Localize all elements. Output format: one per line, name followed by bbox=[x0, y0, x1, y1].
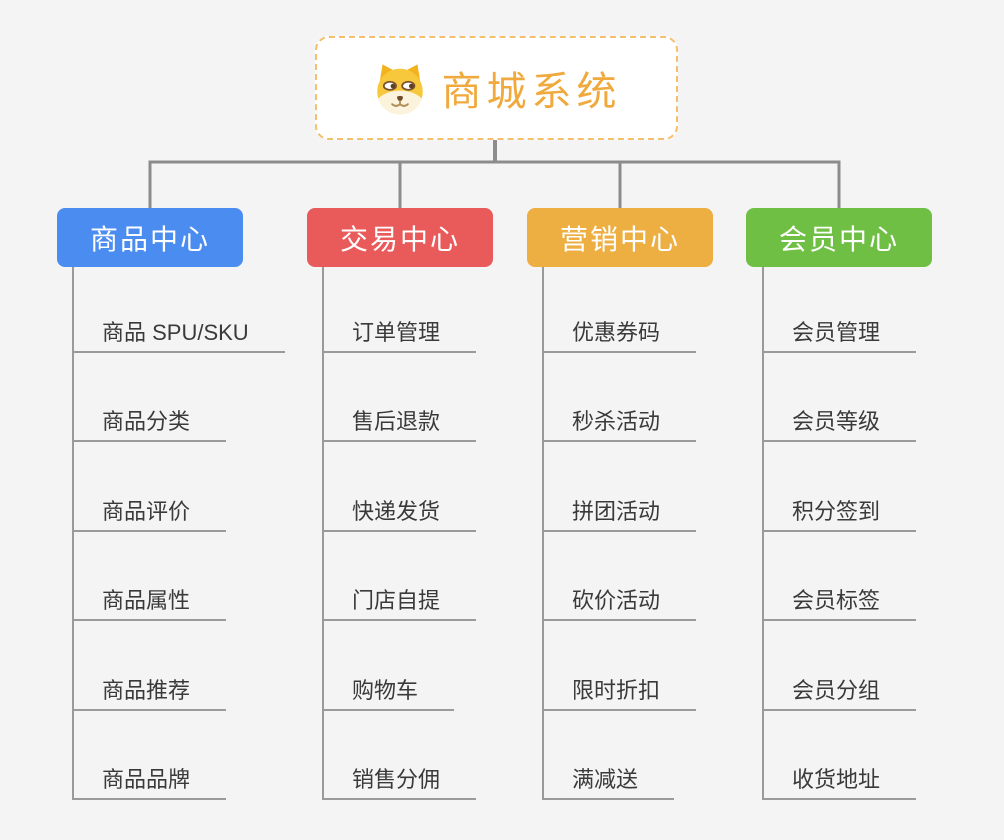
branch-node-label: 营销中心 bbox=[559, 223, 680, 255]
dog-face-icon bbox=[372, 60, 428, 116]
topic-item[interactable]: 满减送 bbox=[544, 711, 675, 800]
topic-item[interactable]: 会员分组 bbox=[764, 621, 917, 711]
branch-node-marketing-center[interactable]: 营销中心 bbox=[527, 208, 713, 267]
topic-item[interactable]: 优惠券码 bbox=[544, 267, 697, 353]
topic-item[interactable]: 售后退款 bbox=[324, 353, 477, 443]
topic-item-label: 商品品牌 bbox=[102, 766, 191, 792]
branch-node-product-center[interactable]: 商品中心 bbox=[57, 208, 243, 267]
topic-item[interactable]: 商品品牌 bbox=[74, 711, 227, 800]
topic-item[interactable]: 积分签到 bbox=[764, 442, 917, 532]
branch-children-column-marketing: 优惠券码 秒杀活动 拼团活动 砍价活动 限时折扣 满减送 bbox=[542, 267, 697, 800]
topic-item-label: 砍价活动 bbox=[572, 588, 661, 614]
topic-item-label: 订单管理 bbox=[352, 320, 441, 345]
topic-item-label: 购物车 bbox=[352, 677, 419, 703]
branch-node-label: 商品中心 bbox=[89, 223, 210, 255]
topic-item[interactable]: 会员标签 bbox=[764, 532, 917, 622]
topic-item[interactable]: 拼团活动 bbox=[544, 442, 697, 532]
topic-item[interactable]: 商品评价 bbox=[74, 442, 227, 532]
topic-item-label: 优惠券码 bbox=[572, 320, 661, 345]
topic-item-label: 满减送 bbox=[572, 766, 639, 792]
topic-item-label: 商品 SPU/SKU bbox=[102, 320, 249, 345]
root-topic-title: 商城系统 bbox=[441, 70, 622, 114]
topic-item[interactable]: 商品 SPU/SKU bbox=[74, 267, 285, 353]
topic-item-label: 商品推荐 bbox=[102, 677, 191, 703]
branch-node-label: 会员中心 bbox=[778, 223, 899, 255]
topic-item-label: 会员分组 bbox=[792, 677, 881, 703]
topic-item[interactable]: 会员管理 bbox=[764, 267, 917, 353]
topic-item[interactable]: 门店自提 bbox=[324, 532, 477, 622]
topic-item-label: 会员等级 bbox=[792, 409, 881, 435]
topic-item-label: 快递发货 bbox=[352, 498, 441, 524]
topic-item-label: 会员标签 bbox=[792, 588, 881, 614]
topic-item[interactable]: 销售分佣 bbox=[324, 711, 477, 800]
topic-item[interactable]: 会员等级 bbox=[764, 353, 917, 443]
topic-item[interactable]: 商品属性 bbox=[74, 532, 227, 622]
topic-item-label: 会员管理 bbox=[792, 320, 881, 345]
topic-item-label: 售后退款 bbox=[352, 409, 441, 435]
topic-item[interactable]: 限时折扣 bbox=[544, 621, 697, 711]
branch-children-column-trade: 订单管理 售后退款 快递发货 门店自提 购物车 销售分佣 bbox=[322, 267, 477, 800]
topic-item[interactable]: 秒杀活动 bbox=[544, 353, 697, 443]
topic-item[interactable]: 快递发货 bbox=[324, 442, 477, 532]
branch-node-label: 交易中心 bbox=[339, 223, 460, 255]
branch-children-column-products: 商品 SPU/SKU 商品分类 商品评价 商品属性 商品推荐 商品品牌 bbox=[72, 267, 285, 800]
topic-item-label: 门店自提 bbox=[352, 588, 441, 614]
topic-item[interactable]: 收货地址 bbox=[764, 711, 917, 800]
topic-item-label: 拼团活动 bbox=[572, 498, 661, 524]
branch-children-column-members: 会员管理 会员等级 积分签到 会员标签 会员分组 收货地址 bbox=[762, 267, 917, 800]
topic-item-label: 销售分佣 bbox=[352, 766, 441, 792]
topic-item-label: 限时折扣 bbox=[572, 677, 661, 703]
branch-node-trade-center[interactable]: 交易中心 bbox=[307, 208, 493, 267]
topic-item[interactable]: 购物车 bbox=[324, 621, 455, 711]
topic-item-label: 商品分类 bbox=[102, 409, 191, 435]
topic-item[interactable]: 商品分类 bbox=[74, 353, 227, 443]
topic-item-label: 收货地址 bbox=[792, 766, 881, 792]
topic-item-label: 秒杀活动 bbox=[572, 409, 661, 435]
topic-item-label: 商品属性 bbox=[102, 588, 191, 614]
topic-item-label: 积分签到 bbox=[792, 498, 881, 524]
branch-node-member-center[interactable]: 会员中心 bbox=[746, 208, 932, 267]
root-topic-node[interactable]: 商城系统 bbox=[315, 36, 678, 140]
topic-item[interactable]: 商品推荐 bbox=[74, 621, 227, 711]
topic-item[interactable]: 砍价活动 bbox=[544, 532, 697, 622]
topic-item-label: 商品评价 bbox=[102, 498, 191, 524]
topic-item[interactable]: 订单管理 bbox=[324, 267, 477, 353]
